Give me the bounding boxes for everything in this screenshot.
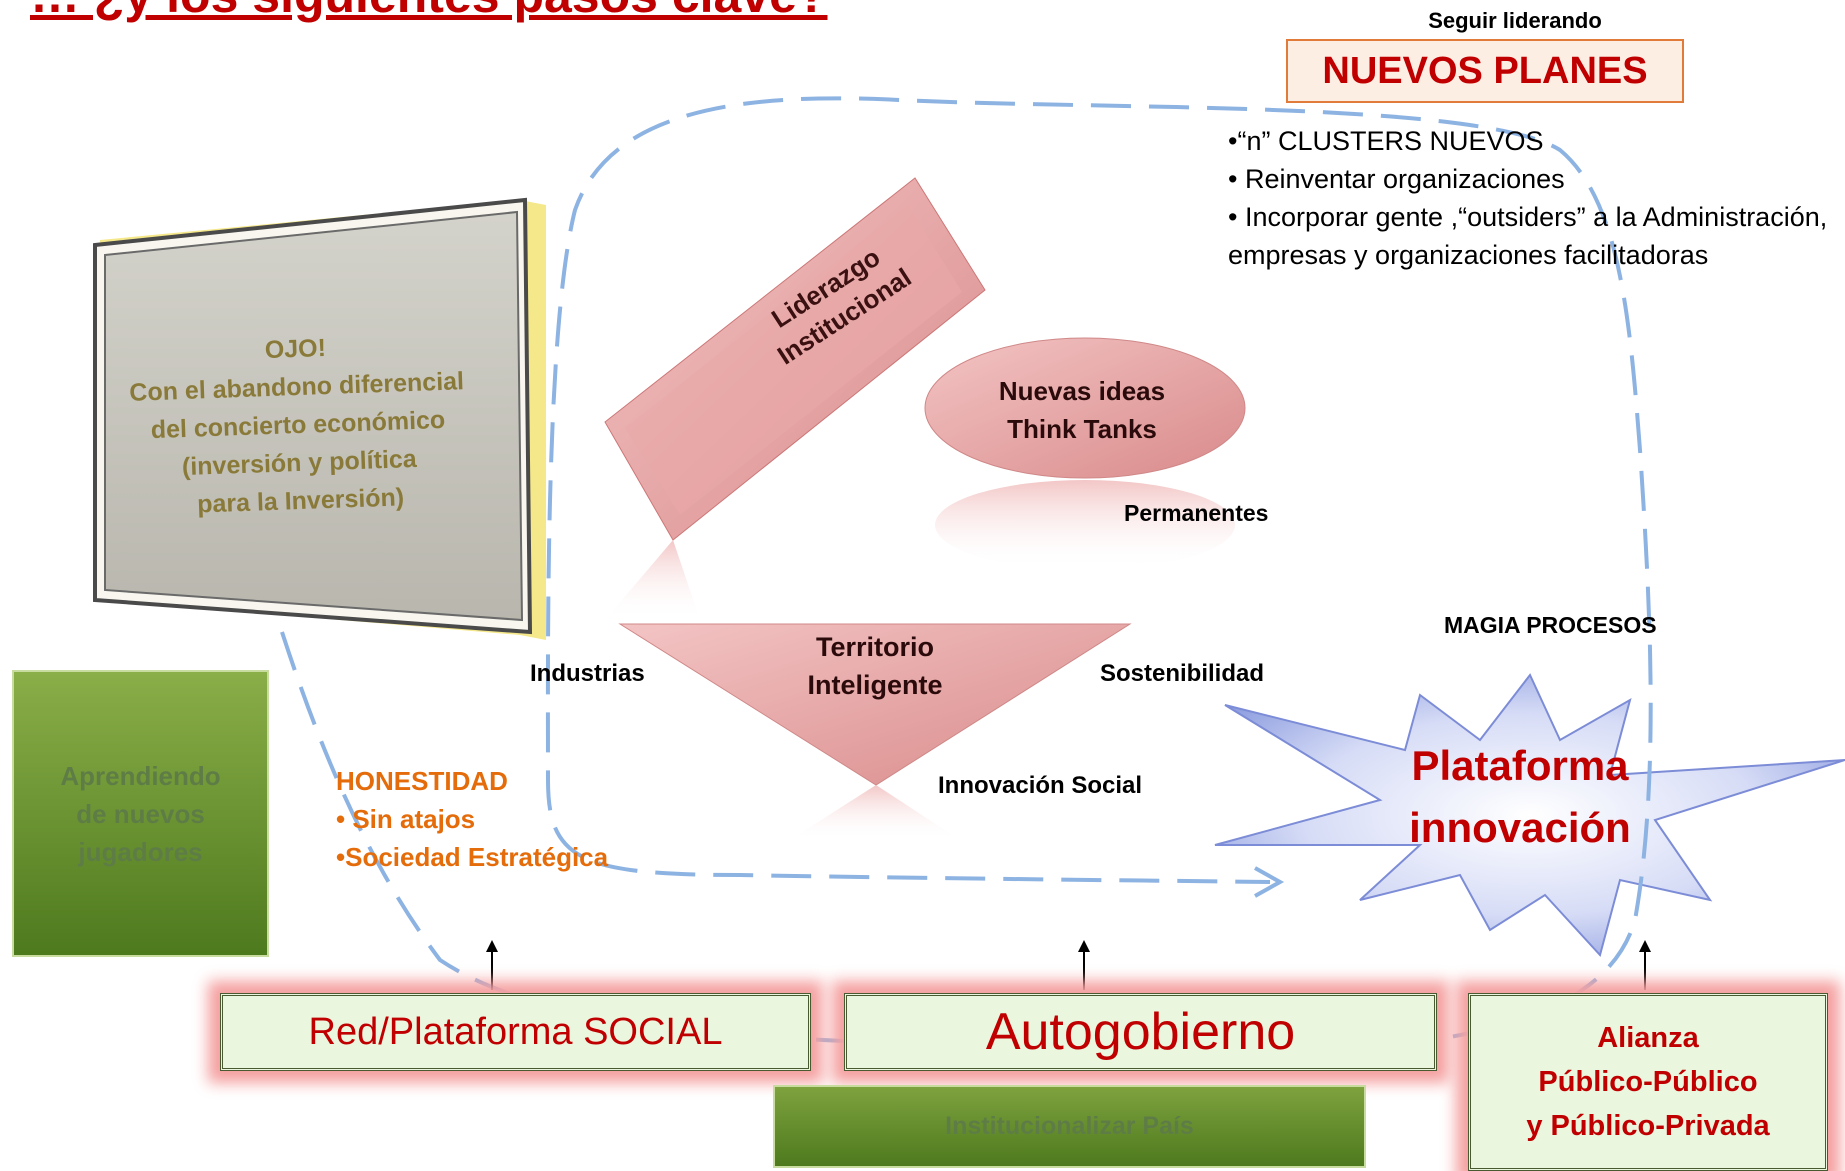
territorio-line: Inteligente xyxy=(807,670,943,700)
ojo-card-shape xyxy=(93,197,546,640)
aprendiendo-line: de nuevos xyxy=(76,798,205,829)
liderazgo-shape xyxy=(604,177,986,541)
industrias-label: Industrias xyxy=(530,660,645,687)
aprendiendo-box: Aprendiendo de nuevos jugadores xyxy=(12,670,269,957)
dashed-arrow-head xyxy=(1254,866,1285,898)
territorio-line: Territorio xyxy=(815,632,934,662)
plan-bullet: • Reinventar organizaciones xyxy=(1228,164,1565,194)
innovacion-social-label: Innovación Social xyxy=(938,772,1143,799)
seguir-liderando-caption: Seguir liderando xyxy=(1428,8,1602,33)
plan-bullet: •“n” CLUSTERS NUEVOS xyxy=(1228,126,1544,156)
alianza-line: Alianza xyxy=(1597,1022,1699,1054)
up-arrow-auto xyxy=(1078,940,1090,990)
autogobierno-box: Autogobierno xyxy=(844,993,1437,1071)
honestidad-line: •Sociedad Estratégica xyxy=(336,842,609,872)
slide-title: … ¿y los siguientes pasos clave? xyxy=(30,0,828,24)
alianza-line: y Público-Privada xyxy=(1526,1110,1770,1142)
nuevos-planes-box: NUEVOS PLANES xyxy=(1286,39,1684,103)
plataforma-line: Plataforma xyxy=(1411,742,1629,789)
nuevas-ideas-reflection xyxy=(935,480,1235,570)
up-arrow-alianza xyxy=(1639,940,1651,990)
plan-bullet: • Incorporar gente ,“outsiders” a la Adm… xyxy=(1228,202,1828,270)
up-arrow-red xyxy=(486,940,498,990)
plataforma-line: innovación xyxy=(1409,804,1631,851)
alianza-line: Público-Público xyxy=(1538,1066,1758,1098)
aprendiendo-line: Aprendiendo xyxy=(60,760,221,791)
red-plataforma-social-box: Red/Plataforma SOCIAL xyxy=(220,993,811,1071)
territorio-label: Territorio Inteligente xyxy=(770,628,980,704)
liderazgo-reflection xyxy=(605,540,700,620)
nuevas-ideas-ellipse xyxy=(924,337,1246,479)
institucionalizar-box: Institucionalizar País xyxy=(773,1085,1366,1168)
honestidad-line: HONESTIDAD xyxy=(336,766,508,796)
alianza-box: Alianza Público-Público y Público-Privad… xyxy=(1468,993,1828,1171)
nuevas-ideas-line: Think Tanks xyxy=(1007,414,1157,444)
nuevos-planes-list: •“n” CLUSTERS NUEVOS • Reinventar organi… xyxy=(1228,122,1828,274)
plataforma-innovacion-label: Plataforma innovación xyxy=(1380,735,1660,859)
aprendiendo-line: jugadores xyxy=(78,836,203,867)
honestidad-line: • Sin atajos xyxy=(336,804,476,834)
ojo-card-text: OJO! Con el abandono diferencial del con… xyxy=(125,324,471,526)
sostenibilidad-label: Sostenibilidad xyxy=(1100,660,1265,687)
magia-procesos-label: MAGIA PROCESOS xyxy=(1444,612,1657,638)
nuevas-ideas-line: Nuevas ideas xyxy=(998,376,1166,406)
dashed-loop-path xyxy=(280,96,1653,1055)
honestidad-list: HONESTIDAD • Sin atajos •Sociedad Estrat… xyxy=(336,762,608,876)
plataforma-starburst xyxy=(1214,673,1845,958)
permanentes-label: Permanentes xyxy=(1124,500,1269,526)
territorio-triangle xyxy=(618,623,1132,786)
nuevas-ideas-label: Nuevas ideas Think Tanks xyxy=(922,372,1242,448)
territorio-reflection xyxy=(790,785,960,840)
